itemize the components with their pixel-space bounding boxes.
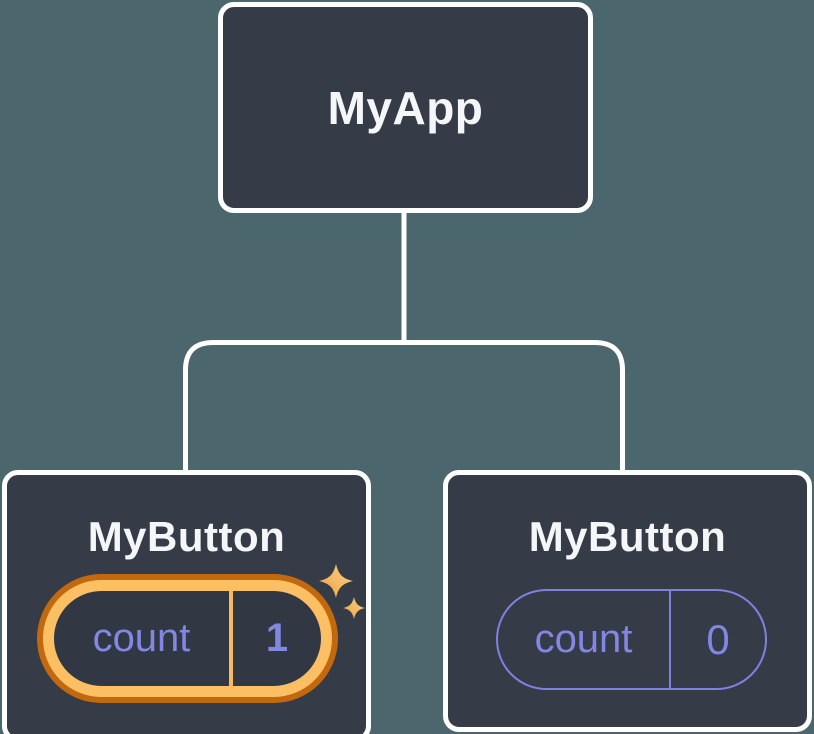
sparkles-icon [319, 564, 365, 619]
pill-divider [229, 591, 233, 686]
state-value: 1 [265, 616, 289, 660]
pill-divider [669, 591, 671, 688]
node-myapp: MyApp [218, 2, 593, 213]
node-title: MyApp [327, 81, 484, 134]
node-title: MyButton [528, 513, 727, 560]
state-value-cell: 1 [233, 591, 321, 686]
state-name-cell: count [498, 591, 669, 688]
state-name: count [92, 616, 191, 660]
connector-branch [183, 340, 625, 472]
state-value: 0 [706, 615, 730, 663]
state-pill: count 0 [496, 589, 767, 690]
state-value-cell: 0 [671, 591, 765, 688]
state-name-cell: count [54, 591, 229, 686]
state-pill-highlighted: count 1 [43, 580, 332, 697]
node-title: MyButton [87, 513, 286, 560]
state-name: count [534, 617, 633, 661]
node-mybutton-1: MyButton count 1 [2, 470, 371, 734]
sparkle-star-large [319, 564, 353, 598]
sparkle-star-small [343, 597, 365, 619]
node-mybutton-2: MyButton count 0 [443, 470, 812, 732]
